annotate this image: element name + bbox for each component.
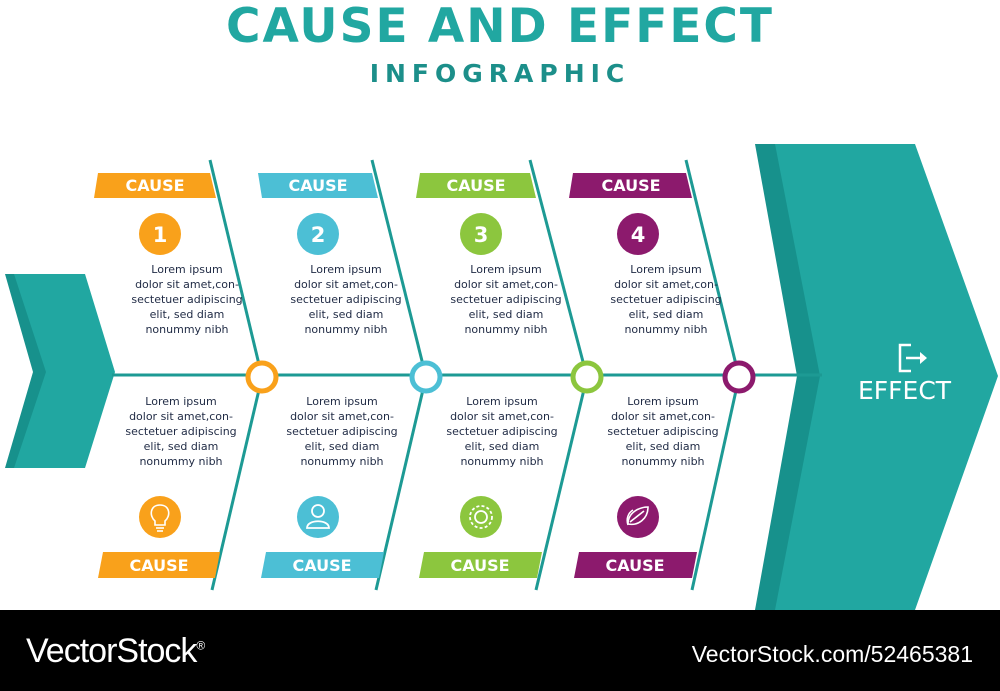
junction-3 xyxy=(570,360,604,394)
junction-1 xyxy=(245,360,279,394)
bottom-cause-tab-2 xyxy=(261,552,384,578)
effect-label: EFFECT xyxy=(858,376,952,405)
page-title: CAUSE AND EFFECT xyxy=(226,0,774,54)
number-2: 2 xyxy=(311,223,326,247)
footer-brand: VectorStock® xyxy=(26,632,205,670)
bone-2 xyxy=(370,159,428,378)
top-cause-label-3: CAUSE xyxy=(446,176,505,195)
cause-3-top-text: Lorem ipsum dolor sit amet,con- sectetue… xyxy=(450,263,562,336)
number-3: 3 xyxy=(474,223,489,247)
cause-1-bottom-text: Lorem ipsum dolor sit amet,con- sectetue… xyxy=(125,395,237,468)
effect-arrow xyxy=(775,144,998,610)
icon-circle-4 xyxy=(617,496,659,538)
registered-mark: ® xyxy=(196,638,205,653)
top-cause-label-1: CAUSE xyxy=(125,176,184,195)
bone-1-lower xyxy=(210,376,264,591)
bone-3-lower xyxy=(534,376,589,591)
leaf-icon xyxy=(626,506,649,526)
cause-2-top-text: Lorem ipsum dolor sit amet,con- sectetue… xyxy=(290,263,402,336)
junction-2 xyxy=(409,360,443,394)
top-cause-label-2: CAUSE xyxy=(288,176,347,195)
cause-3-bottom-text: Lorem ipsum dolor sit amet,con- sectetue… xyxy=(446,395,558,468)
tail-arrow xyxy=(14,274,115,468)
cause-1-top-text: Lorem ipsum dolor sit amet,con- sectetue… xyxy=(131,263,243,336)
number-circle-1 xyxy=(139,213,181,255)
bottom-cause-label-2: CAUSE xyxy=(292,556,351,575)
cause-2-bottom-text: Lorem ipsum dolor sit amet,con- sectetue… xyxy=(286,395,398,468)
number-1: 1 xyxy=(153,223,168,247)
top-cause-tab-4 xyxy=(569,173,692,198)
bottom-cause-label-4: CAUSE xyxy=(605,556,664,575)
gear-icon xyxy=(469,505,493,529)
page-subtitle: INFOGRAPHIC xyxy=(369,59,631,88)
cause-4-bottom-text: Lorem ipsum dolor sit amet,con- sectetue… xyxy=(607,395,719,468)
number-circle-3 xyxy=(460,213,502,255)
bottom-cause-label-3: CAUSE xyxy=(450,556,509,575)
exit-icon xyxy=(898,343,927,373)
footer-image-id: VectorStock.com/52465381 xyxy=(691,641,973,667)
bottom-cause-tab-3 xyxy=(419,552,542,578)
bottom-cause-label-1: CAUSE xyxy=(129,556,188,575)
bone-1 xyxy=(208,159,264,378)
top-cause-label-4: CAUSE xyxy=(601,176,660,195)
bone-2-lower xyxy=(374,376,428,591)
icon-circle-1 xyxy=(139,496,181,538)
number-circle-2 xyxy=(297,213,339,255)
top-cause-tab-1 xyxy=(94,173,216,198)
user-icon xyxy=(306,504,330,529)
bone-4-lower xyxy=(690,376,741,591)
bone-4 xyxy=(684,159,741,378)
icon-circle-3 xyxy=(460,496,502,538)
lightbulb-icon xyxy=(150,504,170,532)
footer-bar: VectorStock® VectorStock.com/52465381 xyxy=(0,610,1000,691)
top-cause-tab-3 xyxy=(416,173,536,198)
top-cause-tab-2 xyxy=(258,173,378,198)
bottom-cause-tab-1 xyxy=(98,552,220,578)
junction-4 xyxy=(722,360,756,394)
number-circle-4 xyxy=(617,213,659,255)
cause-4-top-text: Lorem ipsum dolor sit amet,con- sectetue… xyxy=(610,263,722,336)
number-4: 4 xyxy=(631,223,646,247)
bottom-cause-tab-4 xyxy=(574,552,697,578)
bone-3 xyxy=(528,159,589,378)
